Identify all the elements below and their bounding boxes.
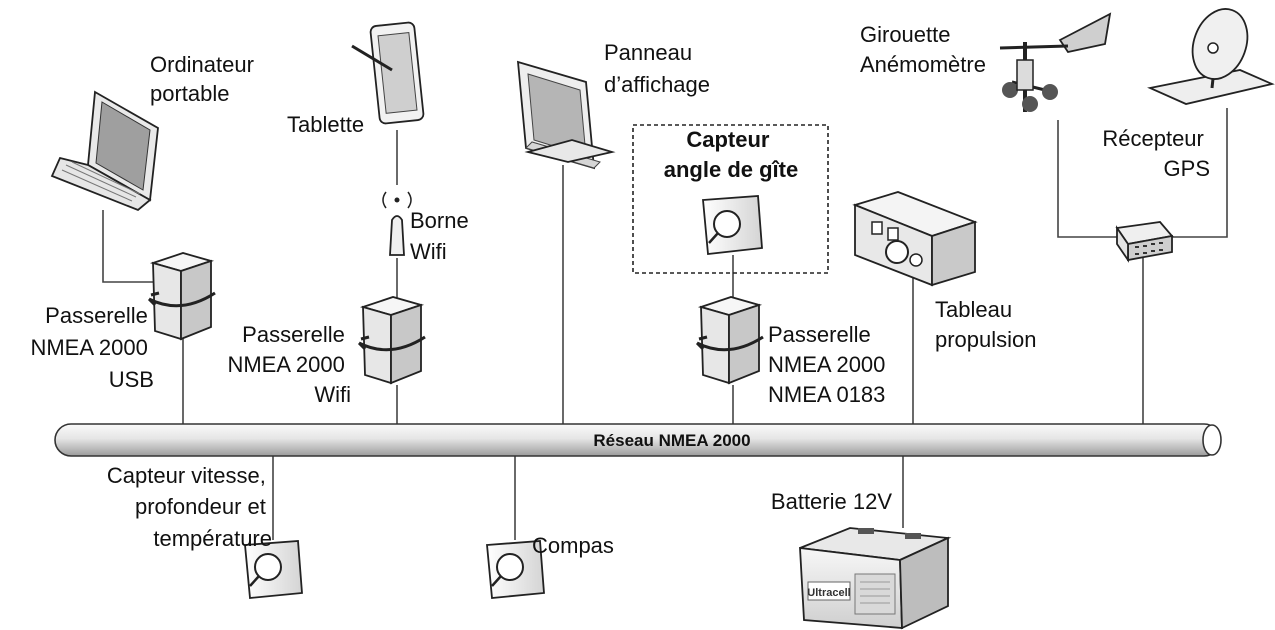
gateway-usb-label: Passerelle NMEA 2000 USB [30, 303, 154, 392]
wind-label: Girouette Anémomètre [860, 22, 986, 77]
gateway-0183-label: Passerelle NMEA 2000 NMEA 0183 [768, 322, 892, 407]
propulsion-label: Tableau propulsion [935, 297, 1037, 352]
wire-gps-hub [1170, 108, 1228, 238]
wifi-antenna-icon [382, 191, 412, 256]
gateway-usb-icon [147, 252, 216, 341]
engine-panel-icon [852, 191, 978, 287]
wifi-ap-label: Borne Wifi [410, 208, 475, 264]
gateway-0183-icon [695, 296, 764, 385]
wire-wind-hub [1057, 120, 1117, 238]
display-label: Panneau d’affichage [604, 40, 710, 97]
wind-vane-icon [999, 12, 1112, 112]
nmea-bus: Réseau NMEA 2000 [54, 423, 1222, 457]
heel-sensor-label: Capteur angle de gîte [664, 127, 798, 182]
compass-label: Compas [532, 533, 614, 558]
gateway-wifi-icon [357, 296, 426, 385]
heel-sensor-frame [632, 124, 829, 274]
battery-label: Batterie 12V [771, 489, 892, 514]
wires [102, 108, 1228, 540]
network-hub-icon [1115, 221, 1174, 263]
compass-icon [486, 540, 545, 599]
gateway-wifi-label: Passerelle NMEA 2000 Wifi [227, 322, 351, 407]
tablet-icon [351, 21, 425, 125]
gps-label: Récepteur GPS [1102, 126, 1210, 181]
speed-sensor-icon [244, 540, 303, 599]
laptop-icon [50, 90, 159, 212]
heel-sensor-icon [702, 195, 763, 255]
display-icon [516, 60, 616, 170]
battery-brand: Ultracell [807, 587, 850, 599]
bus-label: Réseau NMEA 2000 [593, 431, 750, 450]
laptop-label: Ordinateur portable [150, 52, 260, 106]
tablet-label: Tablette [287, 112, 364, 137]
speed-sensor-label: Capteur vitesse, profondeur et températu… [107, 463, 272, 551]
satellite-dish-icon [1147, 8, 1275, 105]
battery-icon: Ultracell [799, 527, 952, 630]
wire-laptop-gateway [102, 210, 155, 283]
bus-end-cap [1202, 424, 1222, 456]
